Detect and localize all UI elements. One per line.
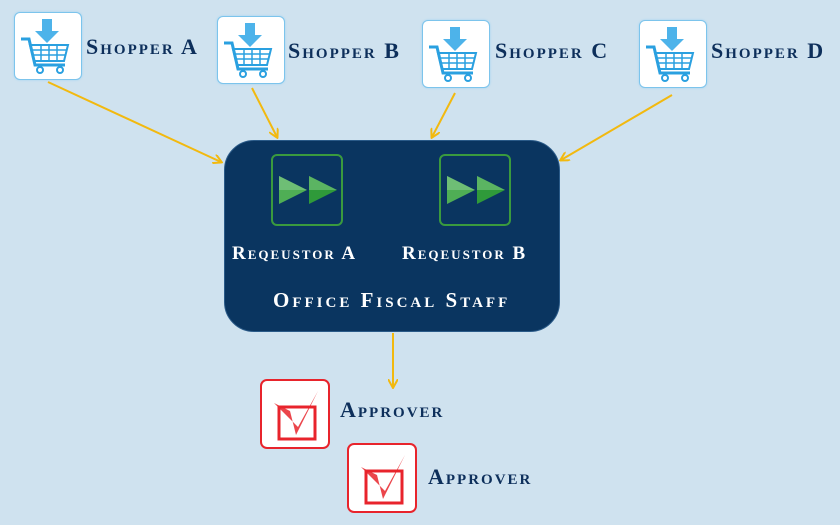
- requestor-b-label: Reqeustor B: [402, 243, 528, 264]
- shopper-a-cart-icon: [14, 12, 82, 80]
- shopper-d-cart-icon: [639, 20, 707, 88]
- requestor-b-fast-forward-icon: [439, 154, 511, 226]
- approver-2-check-icon: [347, 443, 417, 513]
- shopper-a-label: Shopper A: [86, 34, 199, 59]
- approver-1-check-icon: [260, 379, 330, 449]
- shopper-b-cart-icon: [217, 16, 285, 84]
- shopper-c-label: Shopper C: [495, 38, 610, 63]
- requestor-a-label: Reqeustor A: [232, 243, 358, 264]
- office-title: Office Fiscal Staff: [273, 288, 511, 312]
- shopper-c-cart-icon: [422, 20, 490, 88]
- arrow-shopper-c: [432, 92, 456, 137]
- requestor-a-fast-forward-icon: [271, 154, 343, 226]
- arrow-shopper-b: [251, 87, 277, 137]
- approver-1-label: Approver: [340, 397, 445, 422]
- office-fiscal-staff-box: [224, 140, 560, 332]
- approver-2-label: Approver: [428, 464, 533, 489]
- arrow-shopper-d: [561, 94, 673, 160]
- shopper-d-label: Shopper D: [711, 38, 826, 63]
- arrow-shopper-a: [47, 81, 221, 162]
- shopper-b-label: Shopper B: [288, 38, 401, 63]
